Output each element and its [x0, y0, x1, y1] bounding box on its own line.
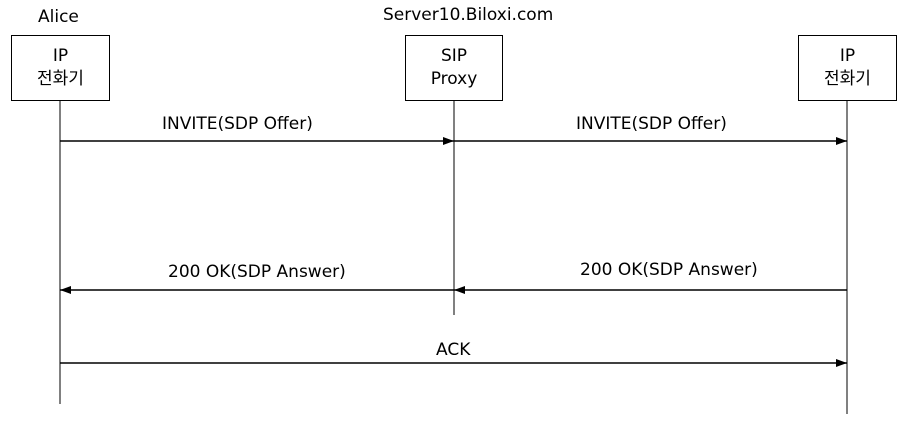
participant-owner-proxy: Server10.Biloxi.com [383, 5, 554, 25]
participant-box-proxy-line2: Proxy [430, 69, 478, 89]
participant-owner-alice: Alice [38, 7, 79, 27]
participant-box-callee: IP 전화기 [798, 35, 897, 101]
message-label-ack: ACK [436, 340, 471, 360]
participant-box-callee-line2: 전화기 [824, 69, 871, 89]
participant-box-alice-line1: IP [52, 46, 69, 66]
message-label-invite-2: INVITE(SDP Offer) [576, 114, 727, 134]
message-label-200ok-2: 200 OK(SDP Answer) [580, 260, 758, 280]
message-label-200ok-1: 200 OK(SDP Answer) [168, 262, 346, 282]
participant-box-proxy-line1: SIP [440, 46, 468, 66]
message-label-invite-1: INVITE(SDP Offer) [162, 114, 313, 134]
participant-box-alice: IP 전화기 [11, 35, 110, 101]
participant-box-alice-line2: 전화기 [37, 69, 84, 89]
participant-box-callee-line1: IP [839, 46, 856, 66]
participant-box-proxy: SIP Proxy [405, 35, 503, 101]
